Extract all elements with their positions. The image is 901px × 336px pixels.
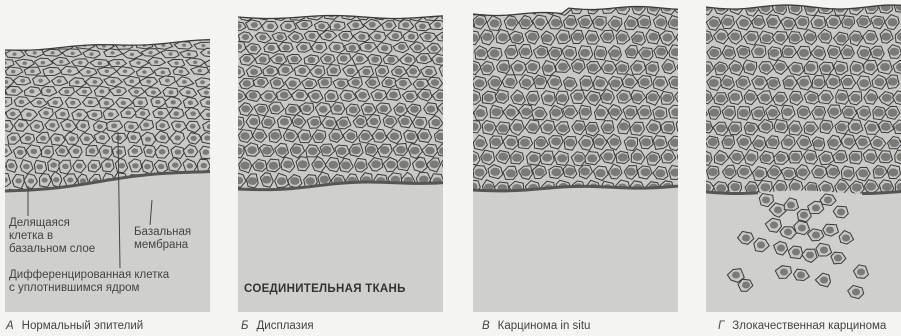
caption-c-letter: В — [482, 320, 490, 332]
caption-a-letter: А — [6, 320, 14, 332]
annotation-pointers — [0, 0, 240, 300]
panel-invasive-carcinoma — [706, 0, 901, 312]
caption-a: А Нормальный эпителий — [6, 321, 143, 333]
panel-dysplasia — [238, 0, 443, 312]
caption-a-text: Нормальный эпителий — [22, 320, 144, 332]
caption-c: В Карцинома in situ — [482, 321, 590, 333]
caption-b-text: Дисплазия — [257, 320, 314, 332]
caption-d-text: Злокачественная карцинома — [732, 320, 886, 332]
panel-carcinoma-in-situ — [473, 0, 678, 312]
caption-b-letter: Б — [241, 320, 249, 332]
caption-d-letter: Г — [718, 320, 724, 332]
label-connective-tissue: СОЕДИНИТЕЛЬНАЯ ТКАНЬ — [244, 283, 406, 295]
caption-b: Б Дисплазия — [241, 321, 314, 333]
caption-d: Г Злокачественная карцинома — [718, 321, 886, 333]
caption-c-text: Карцинома in situ — [498, 320, 591, 332]
